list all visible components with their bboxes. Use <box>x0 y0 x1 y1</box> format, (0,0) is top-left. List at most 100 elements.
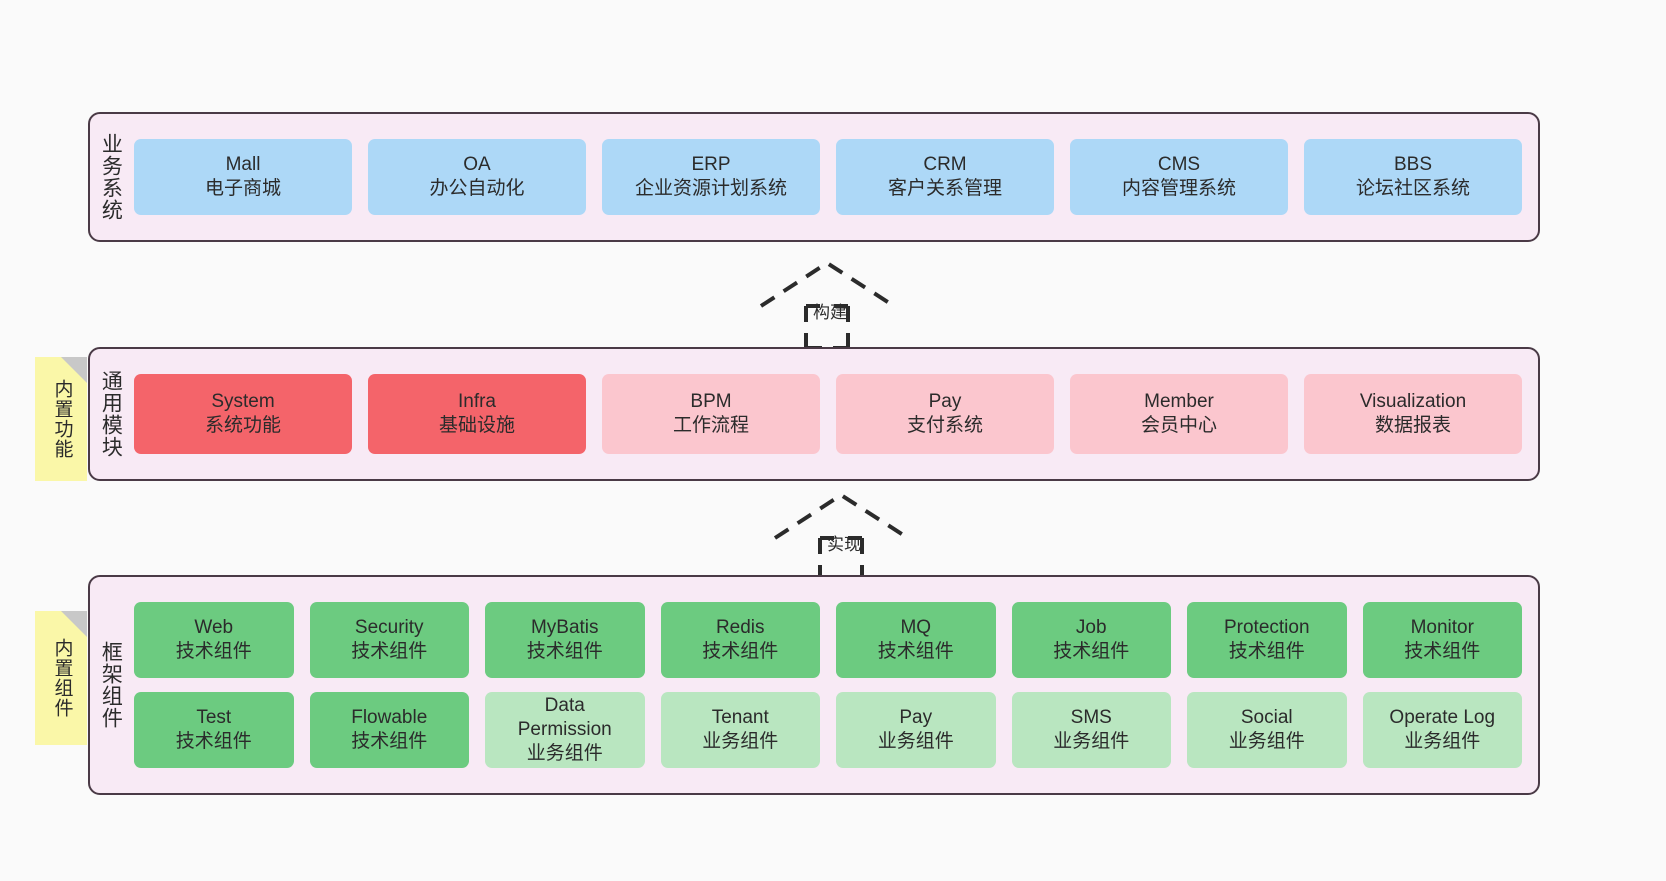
card-subtitle: 业务组件 <box>1228 731 1305 752</box>
card-pay-component[interactable]: Pay 业务组件 <box>836 692 996 768</box>
card-mybatis[interactable]: MyBatis 技术组件 <box>485 602 645 678</box>
arrow-implement: 实现 <box>772 490 912 582</box>
arrow-build-glyph <box>759 260 896 350</box>
card-subtitle: 客户关系管理 <box>887 178 1002 199</box>
card-title: System <box>211 390 275 412</box>
card-subtitle: 业务组件 <box>1053 731 1130 752</box>
card-subtitle: 技术组件 <box>526 641 603 662</box>
card-mall[interactable]: Mall 电子商城 <box>134 139 352 215</box>
card-subtitle: 技术组件 <box>1228 641 1305 662</box>
card-flowable[interactable]: Flowable 技术组件 <box>309 692 469 768</box>
card-title: Mall <box>225 153 261 175</box>
card-subtitle: 技术组件 <box>1404 641 1481 662</box>
card-crm[interactable]: CRM 客户关系管理 <box>836 139 1054 215</box>
card-subtitle: 技术组件 <box>1053 641 1130 662</box>
card-subtitle: 技术组件 <box>877 641 954 662</box>
card-subtitle: 办公自动化 <box>429 178 525 199</box>
card-subtitle: 技术组件 <box>702 641 779 662</box>
card-title: Member <box>1144 390 1214 412</box>
card-title: Visualization <box>1359 390 1467 412</box>
card-title: Job <box>1075 616 1107 638</box>
layer-title-common-modules: 通用模块 <box>99 370 123 458</box>
card-security[interactable]: Security 技术组件 <box>309 602 469 678</box>
card-row: System 系统功能 Infra 基础设施 BPM 工作流程 Pay 支付系统… <box>134 374 1522 454</box>
card-row: Test 技术组件 Flowable 技术组件 Data Permission … <box>134 692 1522 768</box>
card-title: Pay <box>928 390 962 412</box>
card-title: OA <box>463 153 491 175</box>
layer-business-systems: 业务系统 Mall 电子商城 OA 办公自动化 ERP 企业资源计划系统 CRM… <box>88 112 1540 242</box>
card-subtitle: 技术组件 <box>351 731 428 752</box>
card-title: Monitor <box>1410 616 1474 638</box>
card-title: Redis <box>715 616 765 638</box>
card-title: ERP <box>691 153 731 175</box>
arrow-build: 构建 <box>758 258 898 350</box>
layer-title-framework-components: 框架组件 <box>99 641 123 729</box>
card-title: Tenant <box>711 706 769 728</box>
card-member[interactable]: Member 会员中心 <box>1070 374 1288 454</box>
card-data-permission[interactable]: Data Permission 业务组件 <box>485 692 645 768</box>
card-visualization[interactable]: Visualization 数据报表 <box>1304 374 1522 454</box>
card-title: MyBatis <box>530 616 599 638</box>
card-title: Infra <box>457 390 497 412</box>
card-oa[interactable]: OA 办公自动化 <box>368 139 586 215</box>
card-title: Test <box>196 706 232 728</box>
card-cms[interactable]: CMS 内容管理系统 <box>1070 139 1288 215</box>
card-subtitle: 业务组件 <box>702 731 779 752</box>
card-row: Mall 电子商城 OA 办公自动化 ERP 企业资源计划系统 CRM 客户关系… <box>134 139 1522 215</box>
layer-common-modules: 通用模块 System 系统功能 Infra 基础设施 BPM 工作流程 Pay… <box>88 347 1540 481</box>
card-operate-log[interactable]: Operate Log 业务组件 <box>1362 692 1522 768</box>
card-subtitle: 支付系统 <box>906 415 983 436</box>
sticky-note-builtin-functions: 内置功能 <box>35 357 87 481</box>
sticky-note-label: 内置组件 <box>51 638 73 718</box>
layer-body-business-systems: Mall 电子商城 OA 办公自动化 ERP 企业资源计划系统 CRM 客户关系… <box>130 114 1538 240</box>
card-job[interactable]: Job 技术组件 <box>1011 602 1171 678</box>
card-monitor[interactable]: Monitor 技术组件 <box>1362 602 1522 678</box>
card-web[interactable]: Web 技术组件 <box>134 602 294 678</box>
layer-body-framework-components: Web 技术组件 Security 技术组件 MyBatis 技术组件 Redi… <box>130 577 1538 793</box>
card-bpm[interactable]: BPM 工作流程 <box>602 374 820 454</box>
card-title: CMS <box>1157 153 1201 175</box>
card-social[interactable]: Social 业务组件 <box>1187 692 1347 768</box>
layer-framework-components: 框架组件 Web 技术组件 Security 技术组件 MyBatis 技术组件… <box>88 575 1540 795</box>
card-subtitle: 论坛社区系统 <box>1355 178 1470 199</box>
card-tenant[interactable]: Tenant 业务组件 <box>660 692 820 768</box>
card-subtitle: 系统功能 <box>204 415 281 436</box>
card-title: Social <box>1240 706 1293 728</box>
card-title: Flowable <box>351 706 428 728</box>
card-redis[interactable]: Redis 技术组件 <box>660 602 820 678</box>
card-subtitle: 数据报表 <box>1374 415 1451 436</box>
card-subtitle: 会员中心 <box>1140 415 1217 436</box>
sticky-note-label: 内置功能 <box>51 379 73 459</box>
card-title: Protection <box>1223 616 1310 638</box>
card-subtitle: 内容管理系统 <box>1121 178 1236 199</box>
card-title: Web <box>194 616 234 638</box>
card-title: CRM <box>923 153 967 175</box>
layer-title-business-systems: 业务系统 <box>99 133 123 221</box>
card-subtitle: 企业资源计划系统 <box>634 178 787 199</box>
card-subtitle: 业务组件 <box>526 743 603 765</box>
card-erp[interactable]: ERP 企业资源计划系统 <box>602 139 820 215</box>
card-title: BPM <box>690 390 732 412</box>
card-infra[interactable]: Infra 基础设施 <box>368 374 586 454</box>
card-subtitle: 技术组件 <box>175 641 252 662</box>
card-title: SMS <box>1070 706 1112 728</box>
arrow-build-label: 构建 <box>813 303 847 322</box>
card-title: Security <box>354 616 424 638</box>
card-title: BBS <box>1393 153 1433 175</box>
card-subtitle: 技术组件 <box>351 641 428 662</box>
card-title: Operate Log <box>1389 706 1496 728</box>
sticky-note-builtin-components: 内置组件 <box>35 611 87 745</box>
arrow-implement-label: 实现 <box>827 535 861 554</box>
card-sms[interactable]: SMS 业务组件 <box>1011 692 1171 768</box>
card-subtitle: 业务组件 <box>877 731 954 752</box>
card-system[interactable]: System 系统功能 <box>134 374 352 454</box>
card-subtitle: 工作流程 <box>672 415 749 436</box>
card-test[interactable]: Test 技术组件 <box>134 692 294 768</box>
card-mq[interactable]: MQ 技术组件 <box>836 602 996 678</box>
arrow-implement-glyph <box>773 492 910 582</box>
card-protection[interactable]: Protection 技术组件 <box>1187 602 1347 678</box>
card-bbs[interactable]: BBS 论坛社区系统 <box>1304 139 1522 215</box>
card-subtitle: 业务组件 <box>1404 731 1481 752</box>
card-pay-module[interactable]: Pay 支付系统 <box>836 374 1054 454</box>
